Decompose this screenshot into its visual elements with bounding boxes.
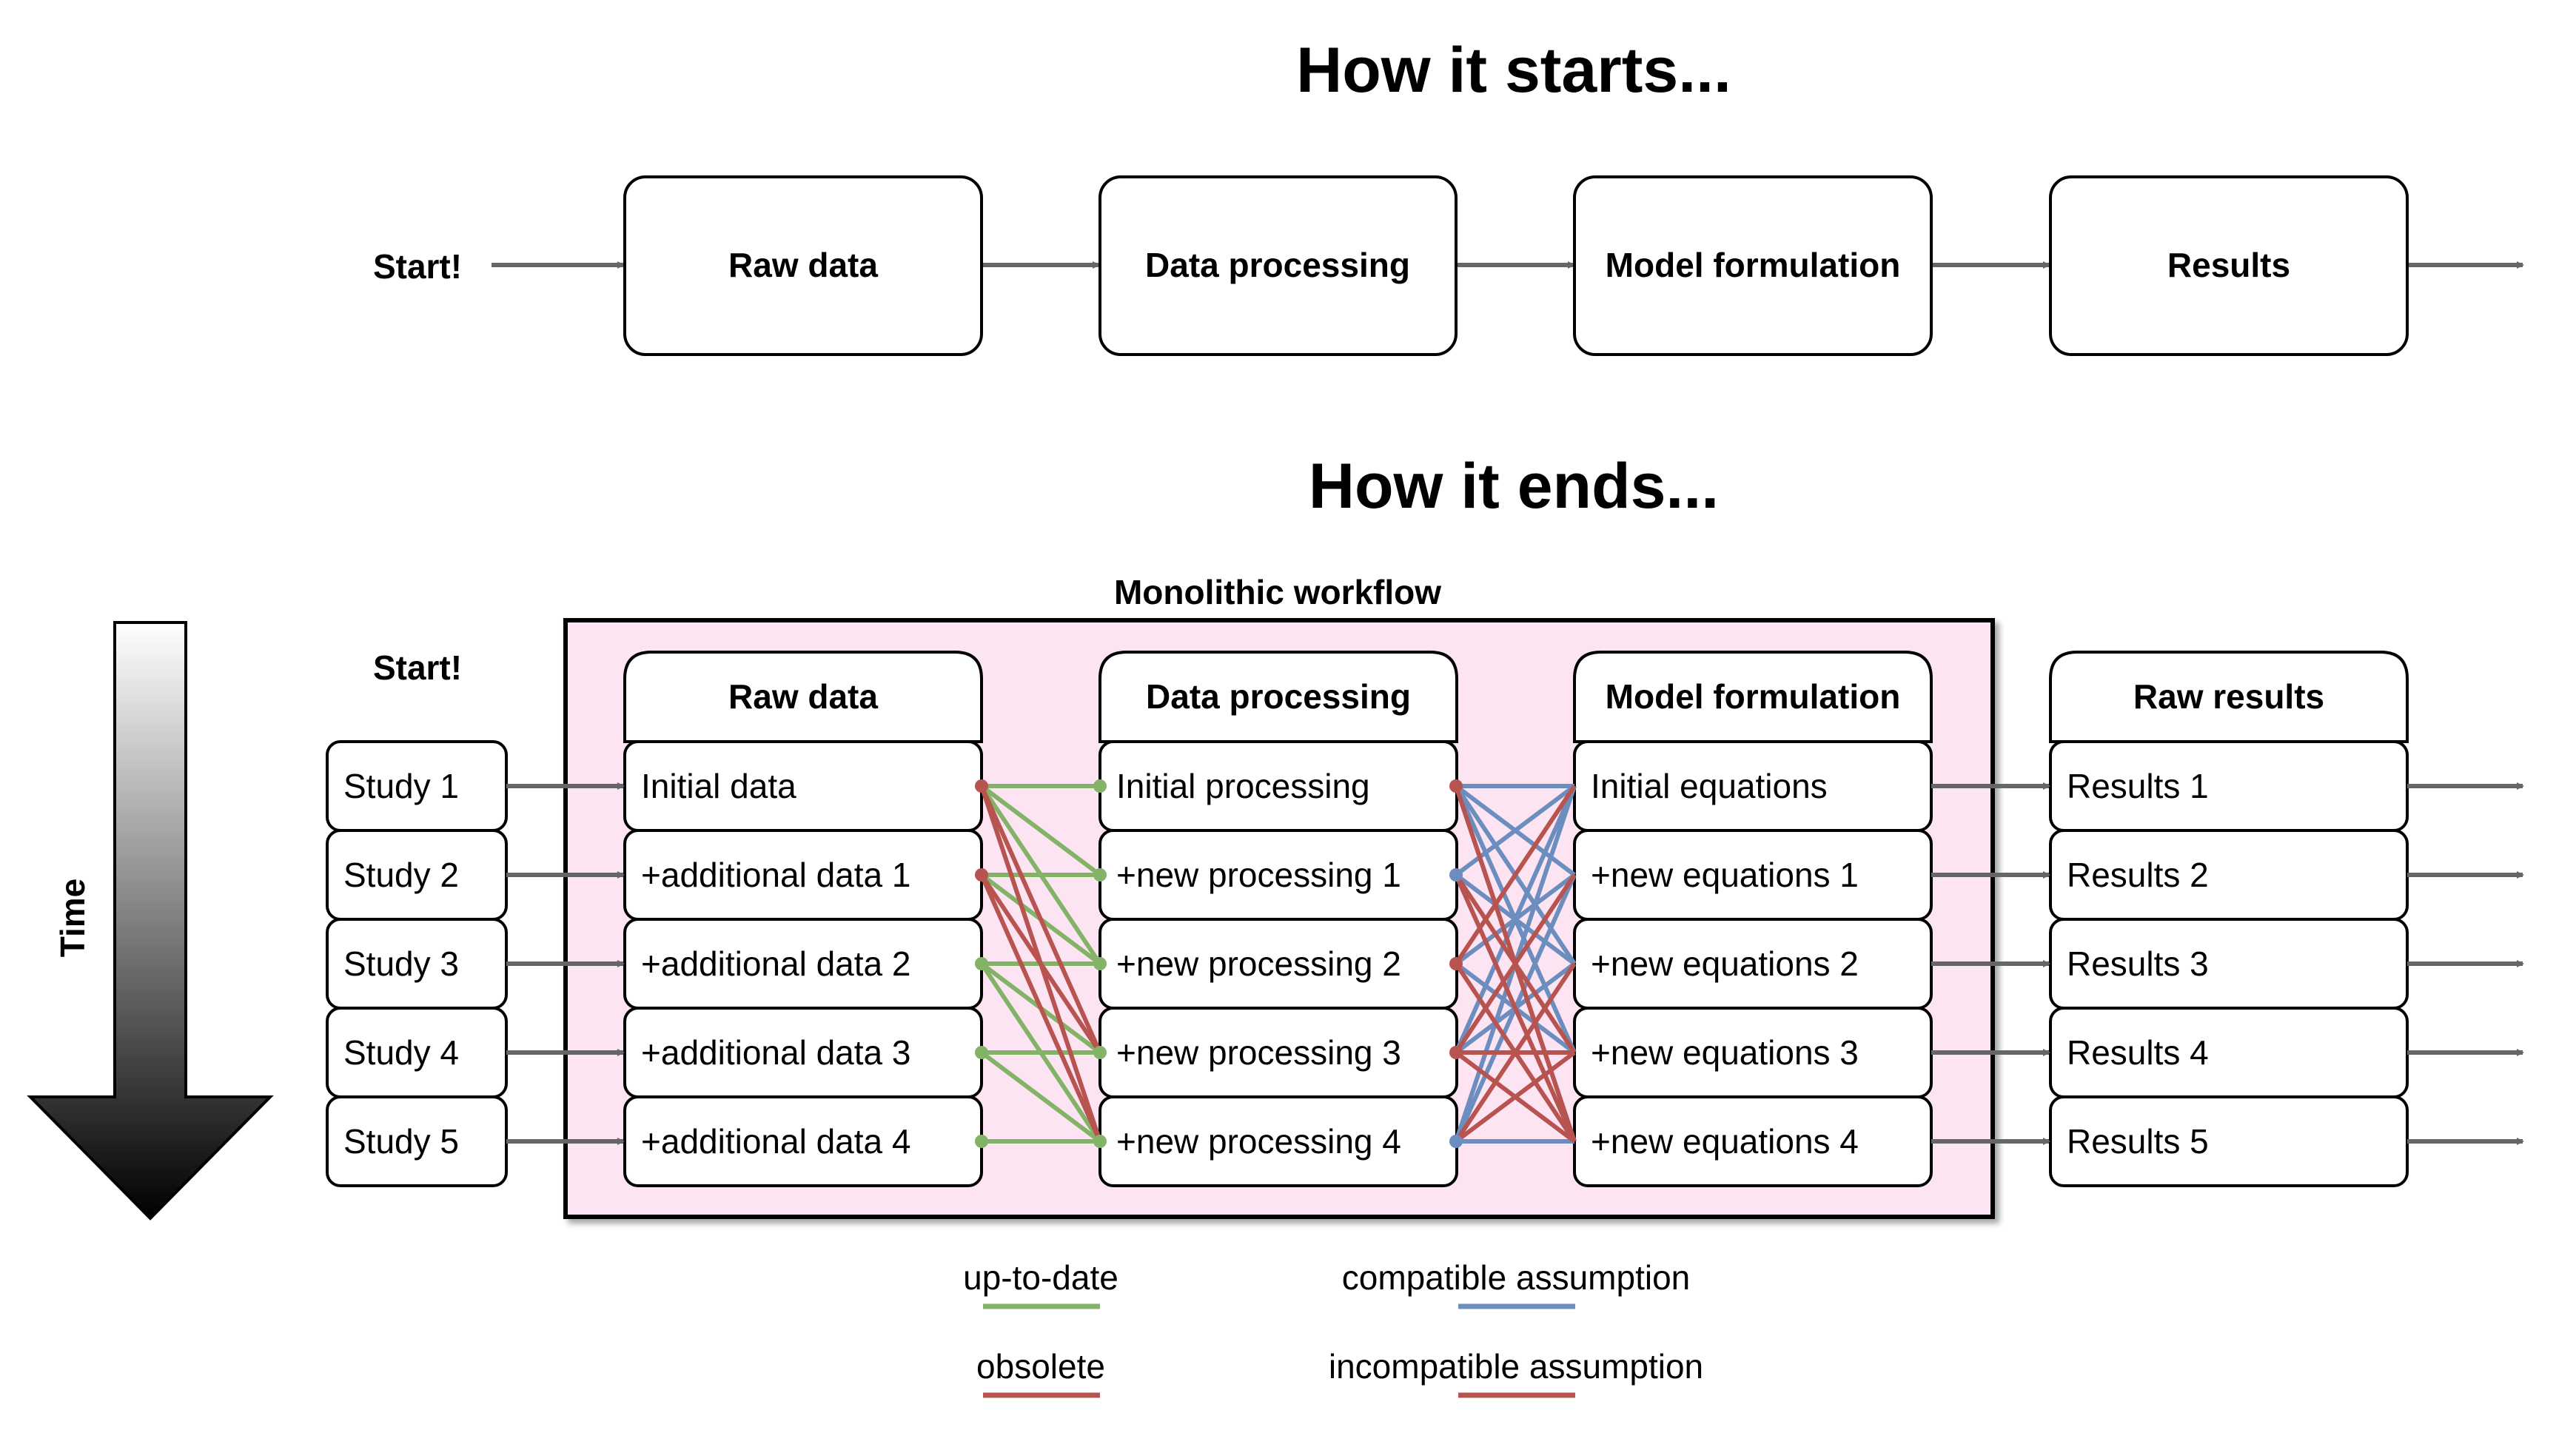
link-endpoint [1093,779,1107,793]
column-item: Initial processing [1116,767,1370,805]
top-step-label: Raw data [728,246,878,284]
bottom-title: How it ends... [1309,451,1719,522]
legend-incompatible-label: incompatible assumption [1329,1347,1703,1386]
link-endpoint [1449,1046,1463,1059]
study-label: Study 2 [343,856,459,894]
column-header-box [623,651,983,743]
study-box: Study 3 [326,918,508,1010]
link-endpoint [1093,957,1107,970]
dependency-link [980,1050,1101,1144]
top-step-model-formulation: Model formulation [1573,175,1933,356]
column-item: Results 5 [2067,1122,2209,1161]
legend-obsolete-label: obsolete [976,1347,1105,1386]
column-item: +additional data 1 [641,856,910,894]
column-item: +additional data 4 [641,1122,910,1161]
study-box: Study 1 [326,740,508,832]
column-header-box [1573,651,1933,743]
column-item: +new equations 3 [1591,1033,1859,1072]
link-endpoint [1093,1046,1107,1059]
bottom-start-label: Start! [373,648,462,687]
dependency-link [1455,1050,1576,1144]
dependency-link [980,784,1101,877]
study-box: Study 5 [326,1095,508,1187]
study-list: Study 1 Study 2 Study 3 Study 4 Study 5 [326,740,508,1187]
study-label: Study 4 [343,1033,459,1072]
column-header-box [2049,651,2409,743]
column-item: +new equations 4 [1591,1122,1859,1161]
dependency-link [1454,785,1577,1054]
column-item: +new equations 2 [1591,944,1859,983]
link-endpoint [975,868,988,882]
study-label: Study 3 [343,944,459,983]
column-header: Raw results [2133,677,2324,716]
legend-compatible-label: compatible assumption [1342,1258,1690,1297]
column-header: Raw data [728,677,878,716]
dependency-link [1454,873,1577,1143]
column-item: +new processing 4 [1116,1122,1401,1161]
column-item: Results 1 [2067,767,2209,805]
column-header: Data processing [1146,677,1411,716]
dependency-link [1454,873,1577,1054]
study-label: Study 1 [343,767,459,805]
column-item: Initial equations [1591,767,1828,805]
dependency-link [1454,785,1577,965]
link-endpoint [1449,779,1463,793]
top-step-label: Results [2167,246,2290,284]
link-endpoint [975,1046,988,1059]
column-item: Results 2 [2067,856,2209,894]
top-step-raw-data: Raw data [623,175,983,356]
link-endpoint [975,957,988,970]
top-step-results: Results [2049,175,2409,356]
column-header-box [1099,651,1458,743]
column-item: +new processing 3 [1116,1033,1401,1072]
column-item: Results 4 [2067,1033,2209,1072]
dependency-link [979,785,1102,1054]
column-item: +new processing 1 [1116,856,1401,894]
dependency-link [1454,962,1577,1143]
column-header: Model formulation [1606,677,1901,716]
study-box: Study 2 [326,829,508,921]
link-endpoint [1449,1135,1463,1148]
top-step-label: Data processing [1145,246,1410,284]
study-box: Study 4 [326,1007,508,1098]
link-endpoint [1093,868,1107,882]
study-label: Study 5 [343,1122,459,1161]
link-endpoint [975,779,988,793]
legend-up-to-date-label: up-to-date [963,1258,1118,1297]
workflow-label: Monolithic workflow [1114,573,1441,611]
top-start-label: Start! [373,247,462,286]
time-label: Time [53,879,92,958]
column-item: Initial data [641,767,796,805]
top-step-label: Model formulation [1606,246,1901,284]
time-arrow: Time [27,621,274,1221]
dependency-link [979,873,1102,1143]
dependency-link [1455,784,1576,877]
top-step-data-processing: Data processing [1099,175,1458,356]
legend: up-to-date obsolete compatible assumptio… [963,1258,1703,1398]
link-endpoint [975,1135,988,1148]
dependency-links [975,779,1577,1148]
link-endpoint [1449,868,1463,882]
link-endpoint [1449,957,1463,970]
column-item: +additional data 2 [641,944,910,983]
link-endpoint [1093,1135,1107,1148]
column-item: +additional data 3 [641,1033,910,1072]
column-item: +new processing 2 [1116,944,1401,983]
bottom-arrows [506,782,2524,1145]
column-item: Results 3 [2067,944,2209,983]
top-title: How it starts... [1296,35,1731,106]
dependency-link [979,873,1102,1054]
column-item: +new equations 1 [1591,856,1859,894]
